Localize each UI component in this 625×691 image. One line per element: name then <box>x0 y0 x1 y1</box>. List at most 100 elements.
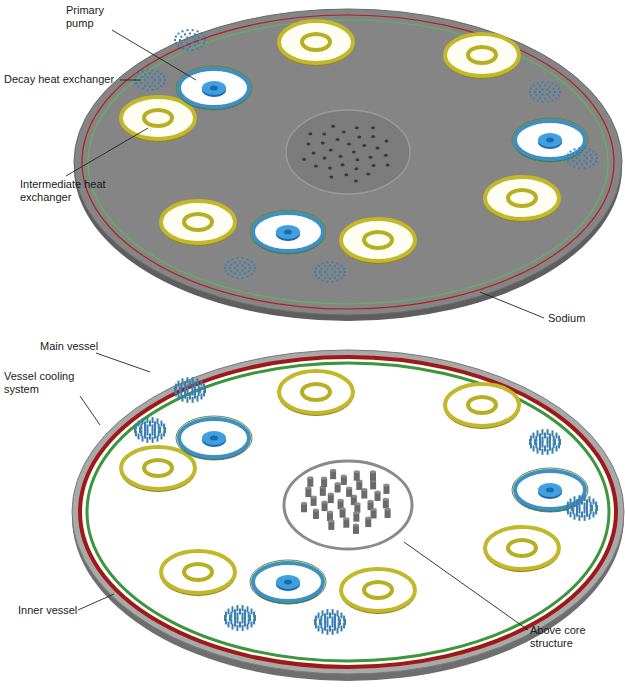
decay-hx-tube <box>239 622 241 628</box>
decay-hx-tube <box>147 76 149 78</box>
decay-hx-tube <box>236 625 238 631</box>
decay-hx-tube <box>589 496 591 502</box>
part-label: Intermediate heat exchanger <box>20 178 120 204</box>
part-label: Sodium <box>548 312 608 325</box>
decay-hx-tube <box>247 258 249 260</box>
part-label: Inner vessel <box>18 604 88 617</box>
core-columns <box>301 469 391 534</box>
decay-hx-tube <box>332 616 334 622</box>
decay-hx-tube <box>194 39 196 41</box>
decay-hx-tube <box>149 73 151 75</box>
leader-line <box>66 128 148 176</box>
decay-hx-tube <box>542 442 544 448</box>
ihx-inner-ring <box>508 540 536 556</box>
decay-hx-tube <box>254 267 256 269</box>
decay-hx-tube <box>146 89 148 91</box>
decay-hx-tube <box>541 429 543 435</box>
ihx-inner-ring <box>364 232 392 248</box>
sodium-surface <box>74 9 622 315</box>
decay-hx-tube <box>182 378 184 384</box>
core-column-top <box>385 507 391 510</box>
core-column-top <box>305 487 311 490</box>
decay-hx-tube <box>576 157 578 159</box>
pump-rim <box>176 66 252 110</box>
pump-shaft-center <box>210 86 218 91</box>
decay-hx-tube <box>180 36 182 38</box>
decay-hx-tube <box>234 609 236 615</box>
decay-hx-tube <box>590 502 592 508</box>
intermediate-heat-exchanger <box>279 21 353 63</box>
decay-hx-tube <box>581 164 583 166</box>
decay-hx-tube <box>135 424 137 430</box>
core-dot <box>323 157 327 160</box>
decay-hx-tube <box>138 73 140 75</box>
decay-hx-tube <box>574 514 576 520</box>
decay-hx-tube <box>248 270 250 272</box>
decay-hx-tube <box>184 381 186 387</box>
decay-hx-tube <box>327 622 329 628</box>
decay-hx-tube <box>534 91 536 93</box>
decay-hx-tube <box>334 265 336 267</box>
core-column-top <box>343 517 349 520</box>
decay-hx-tube <box>234 615 236 621</box>
core-dot <box>328 167 332 170</box>
decay-hx-tube <box>186 397 188 403</box>
decay-hx-tube <box>320 616 322 622</box>
decay-hx-tube <box>244 273 246 275</box>
core-dot <box>331 125 335 128</box>
core-column-top <box>353 523 359 526</box>
decay-hx-tube <box>230 264 232 266</box>
decay-hx-tube <box>163 430 165 436</box>
decay-hx-tube <box>326 261 328 263</box>
decay-hx-tube <box>242 277 244 279</box>
decay-hx-tube <box>250 621 252 627</box>
pump-shaft-center <box>210 436 218 441</box>
decay-hx-tube <box>144 421 146 427</box>
decay-hx-tube <box>535 436 537 442</box>
decay-hx-tube <box>539 445 541 451</box>
decay-hx-tube <box>327 274 329 276</box>
ihx-edge <box>340 570 416 614</box>
decay-hx-tube <box>187 384 189 390</box>
decay-hx-tube <box>242 605 244 611</box>
core-dot <box>308 132 312 135</box>
core-dot <box>352 151 356 154</box>
primary-pump <box>515 471 585 509</box>
core-dot <box>312 151 316 154</box>
decay-hx-tube <box>584 154 586 156</box>
core-dot <box>347 142 351 145</box>
decay-hx-tube <box>248 264 250 266</box>
decay-hx-tube <box>547 429 549 435</box>
decay-hx-tube <box>203 390 205 396</box>
decay-hx-tube <box>142 88 144 90</box>
decay-hx-tube <box>198 42 200 44</box>
decay-hx-tube <box>247 624 249 630</box>
part-label: Decay heat exchanger <box>4 73 124 86</box>
decay-hx-tube <box>579 502 581 508</box>
decay-hx-tube <box>152 89 154 91</box>
decay-hx-tube <box>163 76 165 78</box>
decay-hx-tube <box>579 508 581 514</box>
decay-hx-tube <box>175 42 177 44</box>
pump-rim <box>512 118 588 162</box>
pump-shaft <box>276 225 300 239</box>
decay-hx-tube <box>142 418 144 424</box>
decay-hx-tube <box>318 277 320 279</box>
leader-line <box>78 594 114 610</box>
decay-hx-tube <box>152 417 154 423</box>
core-column-top <box>322 501 328 504</box>
decay-hx-tube <box>558 442 560 448</box>
decay-hx-tube <box>192 397 194 403</box>
decay-hx-tube <box>232 276 234 278</box>
decay-hx-tube <box>332 274 334 276</box>
part-label: Vessel cooling system <box>4 370 84 396</box>
decay-hx-tube <box>158 430 160 436</box>
decay-hx-tube <box>160 73 162 75</box>
part-label: Main vessel <box>40 340 120 353</box>
decay-hx-tube <box>140 82 142 84</box>
decay-hx-tube <box>182 396 184 402</box>
decay-hx-tube <box>253 264 255 266</box>
decay-hx-tube <box>586 505 588 511</box>
decay-hx-tube <box>537 100 539 102</box>
decay-hx-tube <box>250 261 252 263</box>
